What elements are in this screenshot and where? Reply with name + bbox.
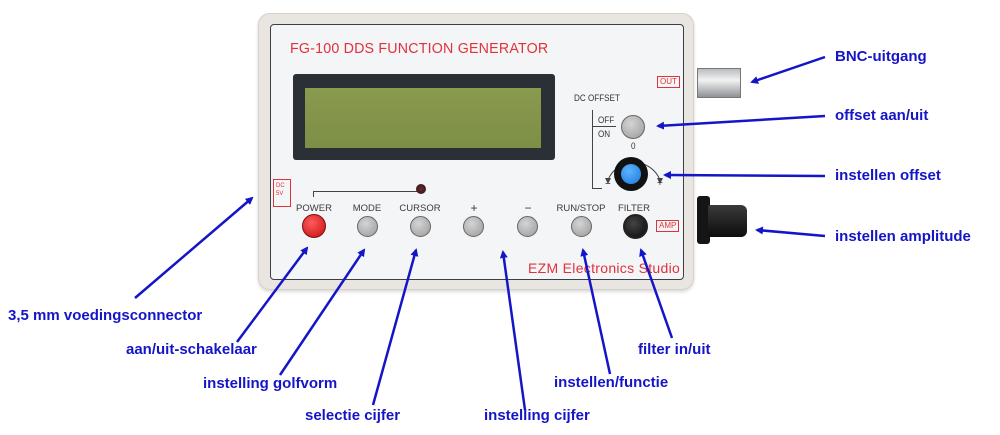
plus-label: + xyxy=(470,201,478,215)
dc-5v-tag: DC 5V xyxy=(273,179,291,207)
annotation-digit-set: instelling cijfer xyxy=(484,407,590,424)
minus-button[interactable] xyxy=(517,216,538,237)
annotation-run-function: instellen/functie xyxy=(554,374,669,391)
mode-button[interactable] xyxy=(357,216,378,237)
bnc-connector[interactable] xyxy=(697,68,741,98)
lcd-display xyxy=(293,74,555,160)
knob-minus-label: − xyxy=(605,178,611,190)
power-button[interactable] xyxy=(302,214,326,238)
annotation-amplitude: instellen amplitude xyxy=(835,228,971,245)
offset-divider xyxy=(592,126,616,127)
annotation-filter: filter in/uit xyxy=(638,341,711,358)
annotation-offset-adjust: instellen offset xyxy=(835,167,941,184)
annotation-power-switch: aan/uit-schakelaar xyxy=(126,341,257,358)
plus-button[interactable] xyxy=(463,216,484,237)
5v-tag-text: 5V xyxy=(276,191,284,197)
offset-bracket-foot xyxy=(592,188,602,189)
knob-plus-label: + xyxy=(657,177,663,189)
dc-offset-label: DC OFFSET xyxy=(574,93,620,103)
annotation-bnc: BNC-uitgang xyxy=(835,48,927,65)
annotation-digit-select: selectie cijfer xyxy=(305,407,401,424)
knob-zero-label: 0 xyxy=(631,141,636,151)
cursor-label: CURSOR xyxy=(399,203,441,214)
dc-tag-text: DC xyxy=(276,183,285,189)
annotation-waveform: instelling golfvorm xyxy=(203,375,338,392)
lcd-screen xyxy=(305,88,541,148)
amp-tag: AMP xyxy=(656,220,680,232)
power-led xyxy=(416,184,426,194)
amplitude-knob-base xyxy=(697,196,710,244)
on-label: ON xyxy=(598,129,611,139)
power-bracket xyxy=(313,191,418,197)
mode-label: MODE xyxy=(352,203,382,214)
minus-label: − xyxy=(524,201,532,215)
run-stop-label: RUN/STOP xyxy=(556,203,606,214)
cursor-button[interactable] xyxy=(410,216,431,237)
brand-label: EZM Electronics Studio xyxy=(528,260,681,276)
offset-bracket xyxy=(592,110,593,188)
annotation-offset-toggle: offset aan/uit xyxy=(835,107,929,124)
out-tag: OUT xyxy=(657,76,680,88)
offset-toggle-button[interactable] xyxy=(621,115,645,139)
annotation-power-connector: 3,5 mm voedingsconnector xyxy=(8,307,203,324)
device-title: FG-100 DDS FUNCTION GENERATOR xyxy=(290,40,549,57)
power-label: POWER xyxy=(296,203,332,214)
amplitude-knob[interactable] xyxy=(708,205,747,237)
offset-knob[interactable] xyxy=(614,157,648,191)
filter-button[interactable] xyxy=(623,214,648,239)
off-label: OFF xyxy=(598,115,615,125)
run-stop-button[interactable] xyxy=(571,216,592,237)
filter-label: FILTER xyxy=(617,203,651,214)
offset-knob-cap xyxy=(621,164,641,184)
